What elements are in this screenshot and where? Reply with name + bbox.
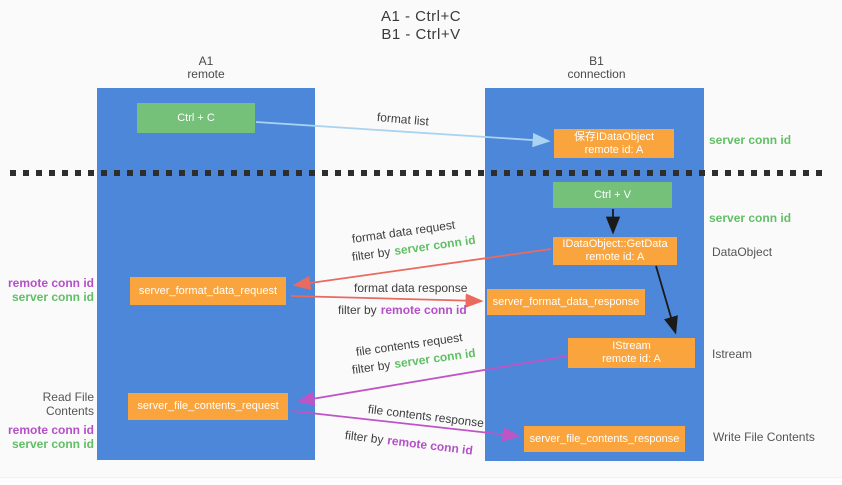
node-istream-line2: remote id: A: [602, 353, 661, 365]
phase-divider-dotted-line: [10, 170, 823, 176]
server-conn-id-label: server conn id: [11, 290, 94, 304]
node-getdata-line2: remote id: A: [585, 251, 645, 263]
lane-a1-name: A1: [198, 54, 214, 68]
node-server-file-contents-request: server_file_contents_request: [128, 393, 288, 420]
node-ctrl-c: Ctrl + C: [137, 103, 255, 133]
node-save-idataobject-line1: 保存IDataObject: [573, 130, 655, 143]
lane-b1-role: connection: [567, 67, 626, 81]
node-ctrl-v-label: Ctrl + V: [594, 188, 631, 201]
remote-conn-id-label: remote conn id: [7, 423, 94, 437]
right-server-conn-id-2: server conn id: [709, 211, 792, 225]
left-conn-id-block-1: remote conn id server conn id: [8, 276, 94, 304]
node-format-request-label: server_format_data_request: [138, 284, 278, 297]
remote-conn-id-label: remote conn id: [7, 276, 94, 290]
server-conn-id-label: server conn id: [11, 437, 94, 451]
node-ctrl-v: Ctrl + V: [553, 182, 672, 208]
node-save-idataobject: 保存IDataObject remote id: A: [554, 129, 674, 158]
node-istream: IStream remote id: A: [568, 338, 695, 368]
node-server-format-data-request: server_format_data_request: [130, 277, 286, 305]
remote-conn-id-text: remote conn id: [380, 303, 467, 317]
read-file-contents-label: Read File Contents: [42, 390, 94, 418]
node-istream-line1: IStream: [612, 340, 651, 352]
node-server-format-data-response: server_format_data_response: [487, 289, 645, 315]
lane-header-a1: A1 remote: [97, 55, 315, 81]
filter-by-text: filter by: [351, 244, 392, 264]
node-file-request-label: server_file_contents_request: [137, 400, 279, 412]
label-file-contents-response: file contents response: [367, 402, 485, 431]
right-write-file-contents-label: Write File Contents: [713, 430, 815, 444]
title-line-a1: A1 - Ctrl+C: [380, 8, 462, 25]
diagram-title: A1 - Ctrl+C B1 - Ctrl+V: [0, 8, 842, 44]
node-getdata-line1: IDataObject::GetData: [562, 238, 668, 250]
filter-by-text: filter by: [351, 357, 392, 377]
arrow-format-data-response: [290, 293, 484, 308]
bottom-strip: [0, 477, 842, 485]
label-format-data-response: format data response: [354, 281, 468, 295]
title-line-b1: B1 - Ctrl+V: [381, 26, 461, 43]
node-file-response-label: server_file_contents_response: [529, 432, 680, 445]
lane-header-b1: B1 connection: [487, 55, 706, 81]
node-server-file-contents-response: server_file_contents_response: [524, 426, 685, 452]
filter-by-text: filter by: [344, 428, 385, 447]
left-read-file-block: Read File Contents remote conn id server…: [0, 390, 94, 451]
right-dataobject-label: DataObject: [712, 245, 773, 259]
lane-b1-name: B1: [589, 54, 604, 68]
right-istream-label: Istream: [712, 347, 753, 361]
right-server-conn-id-1: server conn id: [709, 133, 792, 147]
node-format-response-label: server_format_data_response: [492, 295, 640, 308]
node-save-idataobject-line2: remote id: A: [584, 143, 644, 156]
filter-by-text: filter by: [338, 303, 377, 317]
label-format-list: format list: [376, 110, 430, 129]
lane-a1-role: remote: [187, 67, 225, 81]
node-idataobject-getdata: IDataObject::GetData remote id: A: [553, 237, 677, 265]
node-ctrl-c-label: Ctrl + C: [177, 111, 215, 124]
remote-conn-id-text: remote conn id: [386, 433, 474, 458]
